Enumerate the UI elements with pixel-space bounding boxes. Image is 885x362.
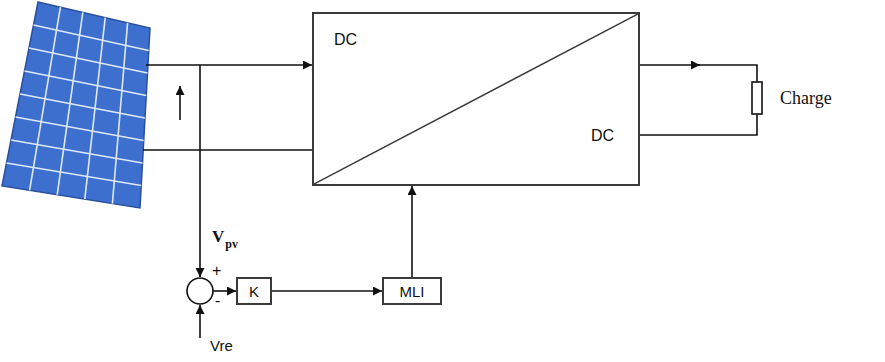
- input-wire: [146, 64, 312, 66]
- signal-name: Vre: [210, 338, 233, 353]
- sign-minus: -: [215, 293, 220, 309]
- sign-plus: +: [212, 263, 221, 279]
- voltage-arrow: [179, 86, 181, 120]
- output-wire: [698, 65, 757, 82]
- block-label: MLI: [399, 284, 424, 299]
- load-label: Charge: [780, 89, 832, 107]
- error-wire: [213, 290, 236, 292]
- signal-subscript: pv: [225, 238, 238, 250]
- converter-diagonal: [314, 14, 638, 184]
- summing-junction: [187, 278, 213, 304]
- gain-box: K: [236, 277, 272, 305]
- signal-arrow: [411, 186, 413, 277]
- output-wire: [640, 114, 757, 135]
- resistor-symbol: [752, 82, 762, 114]
- signal-arrow: [272, 290, 382, 292]
- converter-label: DC: [591, 128, 614, 144]
- converter-diagonal: [314, 14, 638, 184]
- signal-name: V: [212, 228, 224, 245]
- block-label: K: [249, 284, 259, 299]
- pwm-box: MLI: [382, 277, 442, 305]
- input-wire: [143, 149, 312, 151]
- reference-wire: [199, 305, 201, 338]
- converter-box: DC DC: [312, 12, 640, 186]
- converter-label: DC: [334, 32, 357, 48]
- output-wire: [640, 64, 700, 66]
- feedback-wire: [199, 65, 201, 277]
- solar-panel: [2, 2, 150, 208]
